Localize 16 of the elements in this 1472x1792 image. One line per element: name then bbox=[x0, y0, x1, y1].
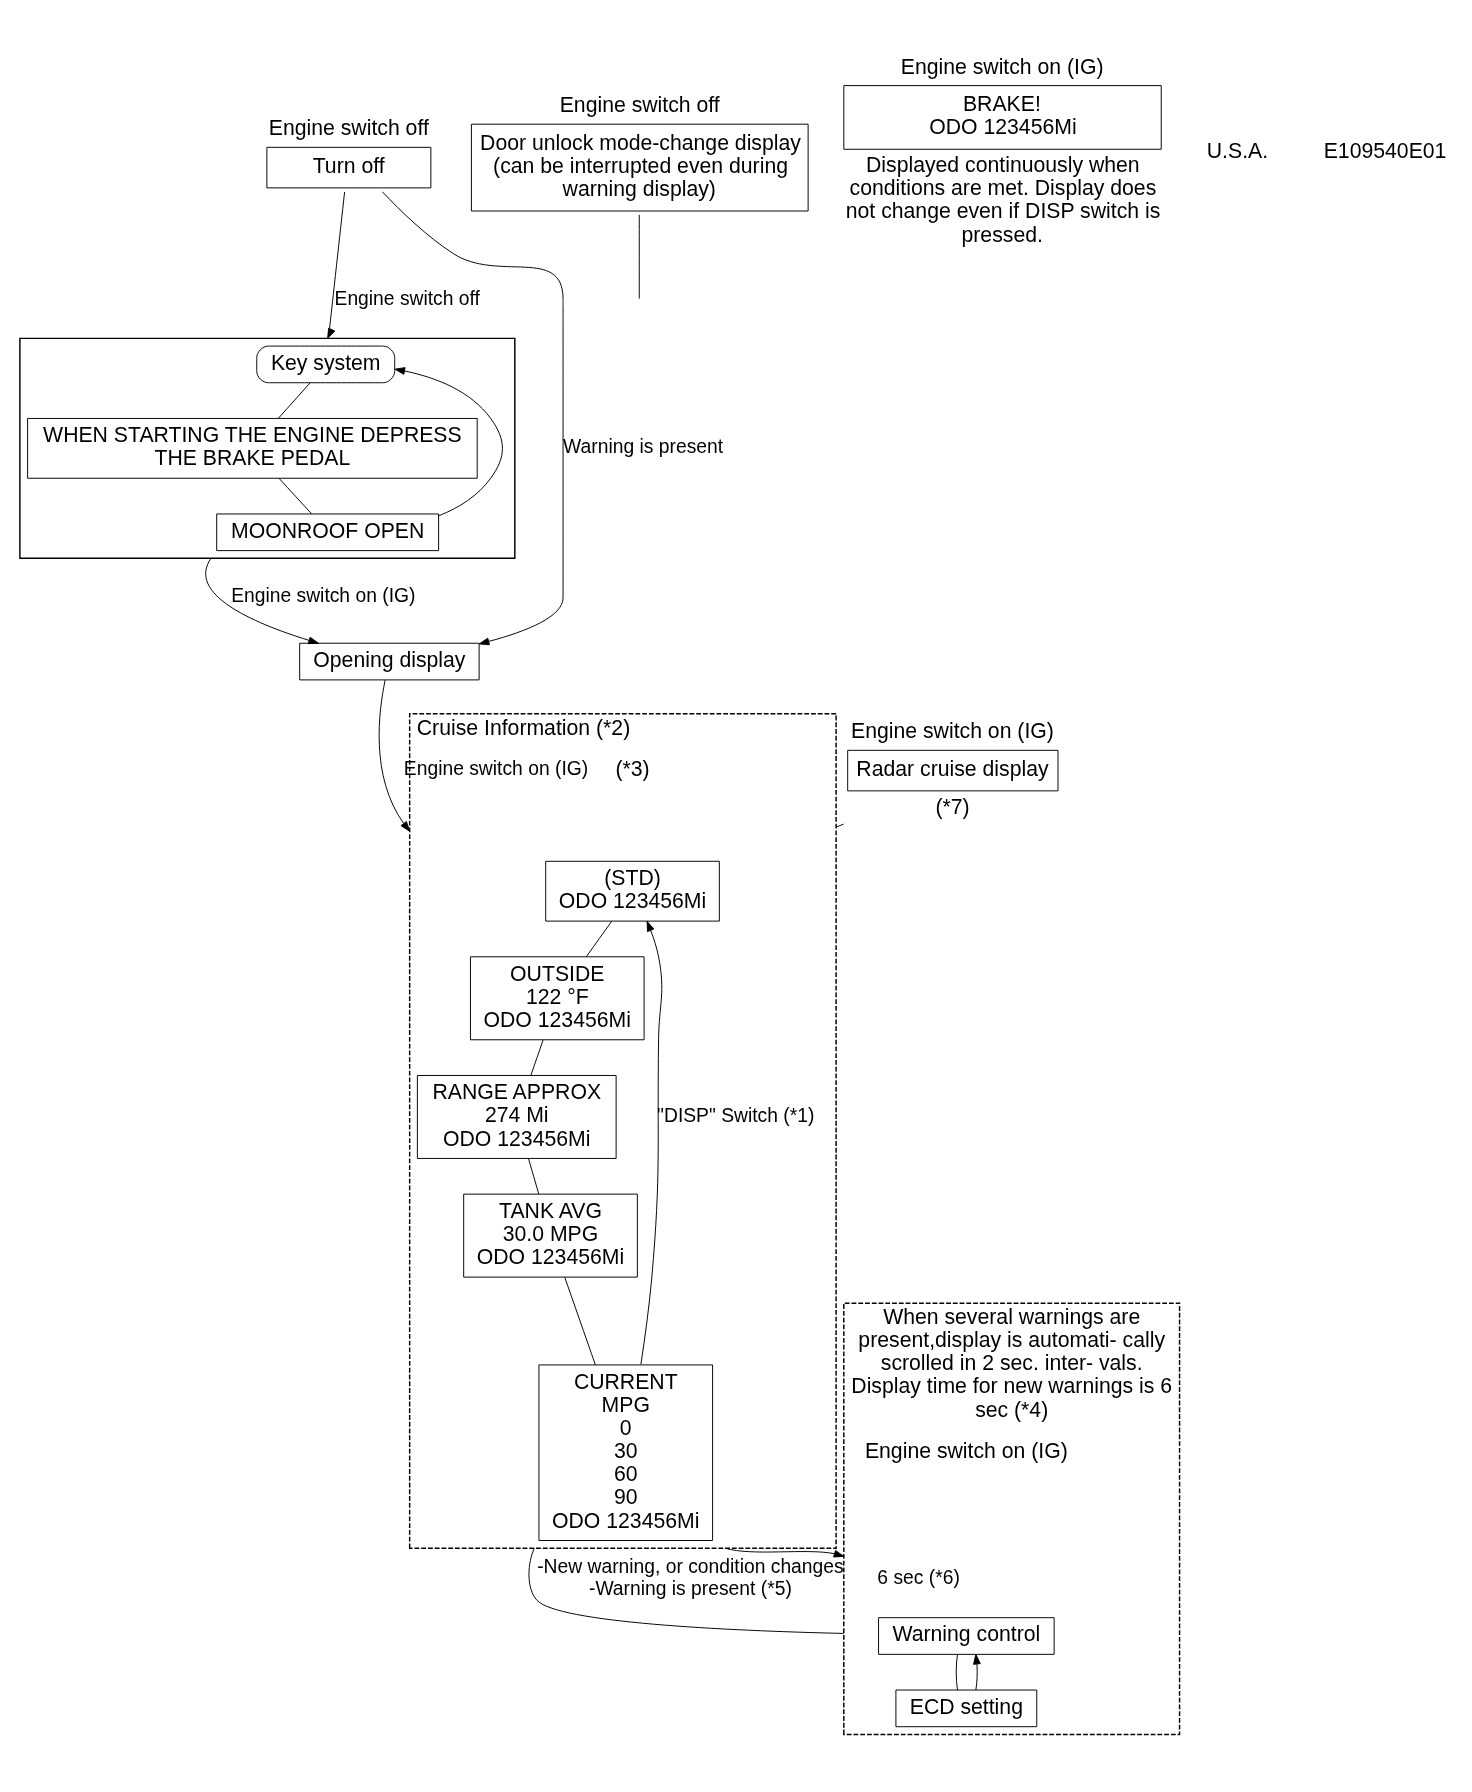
node-label: Engine switch off bbox=[268, 115, 429, 139]
node-label: Engine switch on (IG) bbox=[864, 1438, 1068, 1462]
label: U.S.A. bbox=[1206, 138, 1269, 162]
edge-label: 6 sec (*6) bbox=[877, 1566, 960, 1588]
node-label: Displayed continuously when conditions are met. Display does not change even if DISP switch is pressed. bbox=[845, 152, 1161, 245]
edge-label: -New warning, or condition changes -Warning is present (*5) bbox=[537, 1555, 844, 1599]
label: E109540E01 bbox=[1323, 138, 1447, 162]
edge-label: Engine switch off bbox=[334, 287, 480, 309]
edge-label: Warning is present bbox=[563, 435, 724, 457]
edge-label: Engine switch on (IG) bbox=[403, 757, 589, 779]
node-label: (*7) bbox=[935, 794, 970, 818]
edge-label: Engine switch on (IG) bbox=[231, 584, 416, 606]
node-label: (*3) bbox=[615, 756, 650, 780]
node-label: Engine switch on (IG) bbox=[900, 54, 1104, 78]
node-label: Engine switch on (IG) bbox=[851, 718, 1054, 742]
node-label: Engine switch off bbox=[559, 92, 720, 116]
